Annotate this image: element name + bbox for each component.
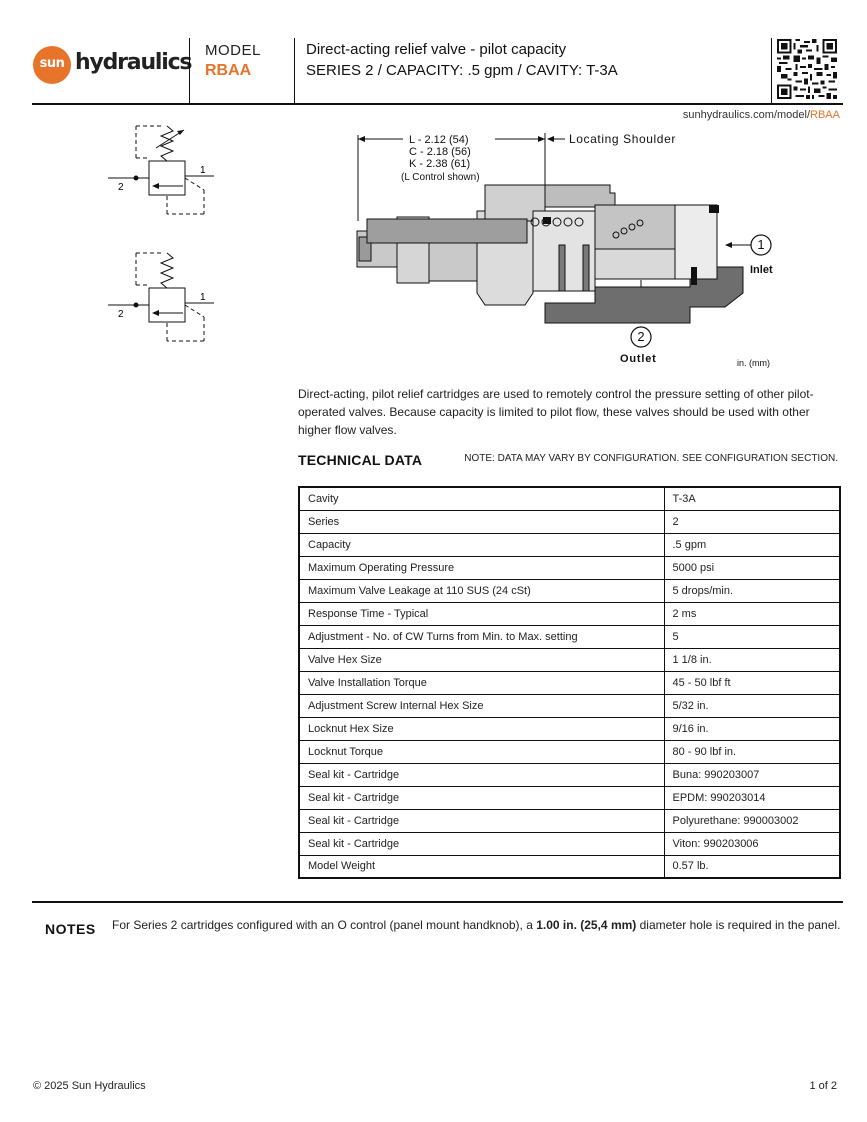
table-row: Capacity.5 gpm [298,532,841,557]
spec-value-cell: 5 [663,624,841,649]
notes-divider [32,901,843,903]
spec-name-cell: Seal kit - Cartridge [298,785,665,810]
table-row: Maximum Valve Leakage at 110 SUS (24 cSt… [298,578,841,603]
spec-name-cell: Cavity [298,486,665,511]
spec-name-cell: Model Weight [298,854,665,879]
model-code: RBAA [205,62,252,79]
product-title: Direct-acting relief valve - pilot capac… [306,41,567,58]
dim-l-label: L - 2.12 (54) [409,134,469,146]
product-subtitle: SERIES 2 / CAPACITY: .5 gpm / CAVITY: T-… [306,62,618,79]
url-prefix: sunhydraulics.com/model/ [682,109,811,121]
port-1-number: 1 [757,237,764,252]
spec-value-cell: Viton: 990203006 [663,831,841,856]
footer-page-number: 1 of 2 [809,1080,837,1092]
spec-value-cell: .5 gpm [663,532,841,557]
spec-value-cell: 5 drops/min. [663,578,841,603]
notes-text-start: For Series 2 cartridges configured with … [112,918,537,932]
outlet-label: Outlet [620,353,657,365]
spec-name-cell: Seal kit - Cartridge [298,831,665,856]
logo-wordmark: hydraulics [75,50,193,75]
units-label: in. (mm) [737,358,770,368]
schematic-port-2: 2 [118,182,124,193]
table-row: Adjustment - No. of CW Turns from Min. t… [298,624,841,649]
port-2-number: 2 [637,329,644,344]
logo-sun-text: sun [39,56,65,71]
spec-value-cell: EPDM: 990203014 [663,785,841,810]
product-description: Direct-acting, pilot relief cartridges a… [298,387,814,437]
dim-k-label: K - 2.38 (61) [409,158,470,170]
schematic-port-1: 1 [200,292,206,303]
spec-name-cell: Valve Installation Torque [298,670,665,695]
spec-name-cell: Series [298,509,665,534]
spec-name-cell: Capacity [298,532,665,557]
page-header: sun hydraulics MODEL RBAA Direct-acting … [32,38,843,105]
hydraulic-schematic-adjustable: 1 2 [108,125,214,215]
spec-name-cell: Locknut Hex Size [298,716,665,741]
spec-value-cell: T-3A [663,486,841,511]
spec-name-cell: Seal kit - Cartridge [298,808,665,833]
spec-value-cell: 5000 psi [663,555,841,580]
dim-c-label: C - 2.18 (56) [409,146,471,158]
header-divider [189,38,190,105]
cartridge-cross-section: L - 2.12 (54) C - 2.18 (56) K - 2.38 (61… [356,132,773,368]
spec-value-cell: 5/32 in. [663,693,841,718]
spec-name-cell: Adjustment Screw Internal Hex Size [298,693,665,718]
sun-hydraulics-logo[interactable]: sun hydraulics [32,42,193,88]
spec-name-cell: Locknut Torque [298,739,665,764]
hydraulic-schematic-fixed: 1 2 [108,252,214,342]
notes-text-bold: 1.00 in. (25,4 mm) [536,918,637,932]
spec-name-cell: Seal kit - Cartridge [298,762,665,787]
spec-name-cell: Valve Hex Size [298,647,665,672]
spec-value-cell: Buna: 990203007 [663,762,841,787]
technical-data-title: TECHNICAL DATA [298,452,423,468]
spec-value-cell: 45 - 50 lbf ft [663,670,841,695]
spec-value-cell: 1 1/8 in. [663,647,841,672]
schematic-port-2: 2 [118,309,124,320]
technical-data-note: NOTE: DATA MAY VARY BY CONFIGURATION. SE… [464,453,838,464]
spec-name-cell: Response Time - Typical [298,601,665,626]
footer-copyright: © 2025 Sun Hydraulics [33,1080,146,1092]
model-url-link[interactable]: sunhydraulics.com/model/RBAA [683,109,840,121]
header-divider [294,38,295,105]
spec-value-cell: 80 - 90 lbf in. [663,739,841,764]
control-note: (L Control shown) [401,172,480,183]
spec-value-cell: 0.57 lb. [663,854,841,879]
spec-value-cell: 2 ms [663,601,841,626]
spec-name-cell: Maximum Valve Leakage at 110 SUS (24 cSt… [298,578,665,603]
logo-sun-badge [33,46,71,84]
spec-name-cell: Maximum Operating Pressure [298,555,665,580]
notes-text-end: diameter hole is required in the panel. [636,918,841,932]
locating-shoulder-label: Locating Shoulder [569,132,676,146]
notes-text: For Series 2 cartridges configured with … [112,917,842,934]
schematic-port-1: 1 [200,165,206,176]
spec-value-cell: 9/16 in. [663,716,841,741]
inlet-label: Inlet [750,264,773,276]
spec-value-cell: Polyurethane: 990003002 [663,808,841,833]
model-label: MODEL [205,42,261,59]
url-model: RBAA [810,109,840,121]
qr-code-icon[interactable] [777,39,837,99]
notes-label: NOTES [45,921,96,937]
spec-value-cell: 2 [663,509,841,534]
spec-name-cell: Adjustment - No. of CW Turns from Min. t… [298,624,665,649]
header-divider [771,38,772,105]
